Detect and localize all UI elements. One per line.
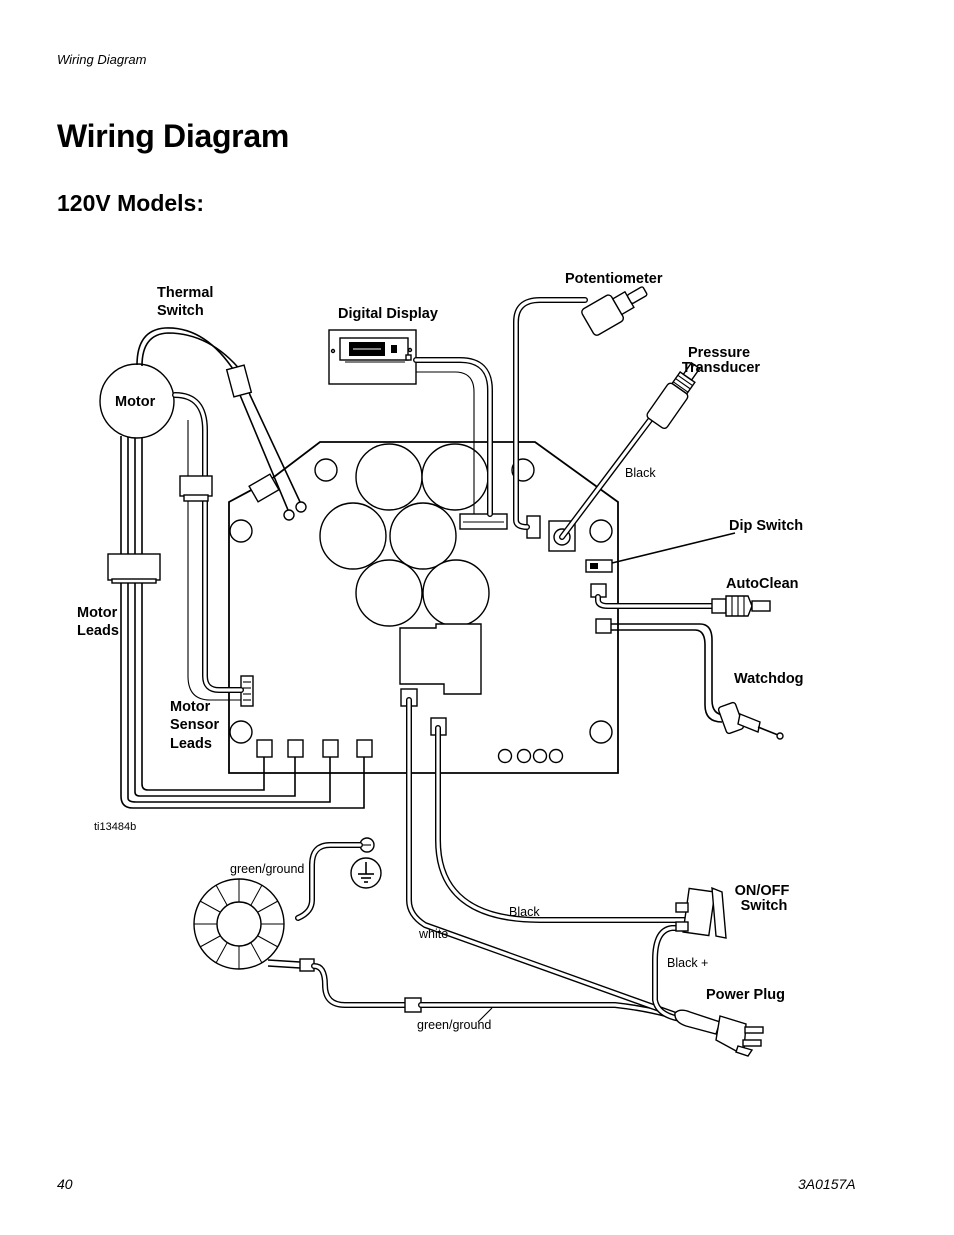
watchdog-label: Watchdog	[734, 671, 804, 687]
dip-switch-leader	[611, 532, 736, 564]
watchdog-switch	[611, 623, 784, 740]
figure-id: ti13484b	[94, 821, 136, 833]
power-plug-label: Power Plug	[706, 987, 785, 1003]
pressure-transducer-label: Pressure Transducer	[682, 345, 761, 376]
document-number: 3A0157A	[798, 1176, 856, 1192]
dip-switch-label: Dip Switch	[729, 518, 803, 534]
black-plus-wire-label: Black +	[667, 956, 708, 970]
mains-wires	[406, 697, 693, 1023]
motor-label: Motor	[115, 394, 156, 410]
green-ground-bottom-label: green/ground	[417, 1018, 491, 1032]
capacitors	[319, 443, 490, 627]
motor-sensor-leads-label: Motor Sensor Leads	[170, 699, 223, 752]
motor	[99, 363, 365, 809]
page-number: 40	[57, 1176, 73, 1192]
digital-display	[328, 329, 493, 517]
motor-leads-label: Motor Leads	[77, 605, 121, 639]
control-board	[228, 441, 619, 774]
autoclean-label: AutoClean	[726, 576, 799, 592]
transducer-wire-label: Black	[625, 466, 656, 480]
ground-and-transformer	[193, 837, 693, 1025]
power-plug	[674, 1009, 764, 1057]
potentiometer-label: Potentiometer	[565, 271, 663, 287]
on-off-switch-label: ON/OFF Switch	[735, 883, 794, 914]
section-title: 120V Models:	[57, 190, 204, 216]
page-title: Wiring Diagram	[57, 118, 289, 154]
digital-display-label: Digital Display	[338, 306, 438, 322]
pressure-transducer	[559, 361, 701, 540]
running-head: Wiring Diagram	[57, 52, 147, 67]
black-switch-wire-label: Black	[509, 905, 540, 919]
white-wire-label: white	[418, 927, 448, 941]
thermal-switch-wires	[136, 327, 307, 521]
autoclean-sensor	[595, 594, 771, 617]
potentiometer	[513, 286, 648, 530]
green-ground-top-label: green/ground	[230, 862, 304, 876]
on-off-switch	[675, 886, 727, 939]
thermal-switch-label: Thermal Switch	[157, 285, 217, 319]
